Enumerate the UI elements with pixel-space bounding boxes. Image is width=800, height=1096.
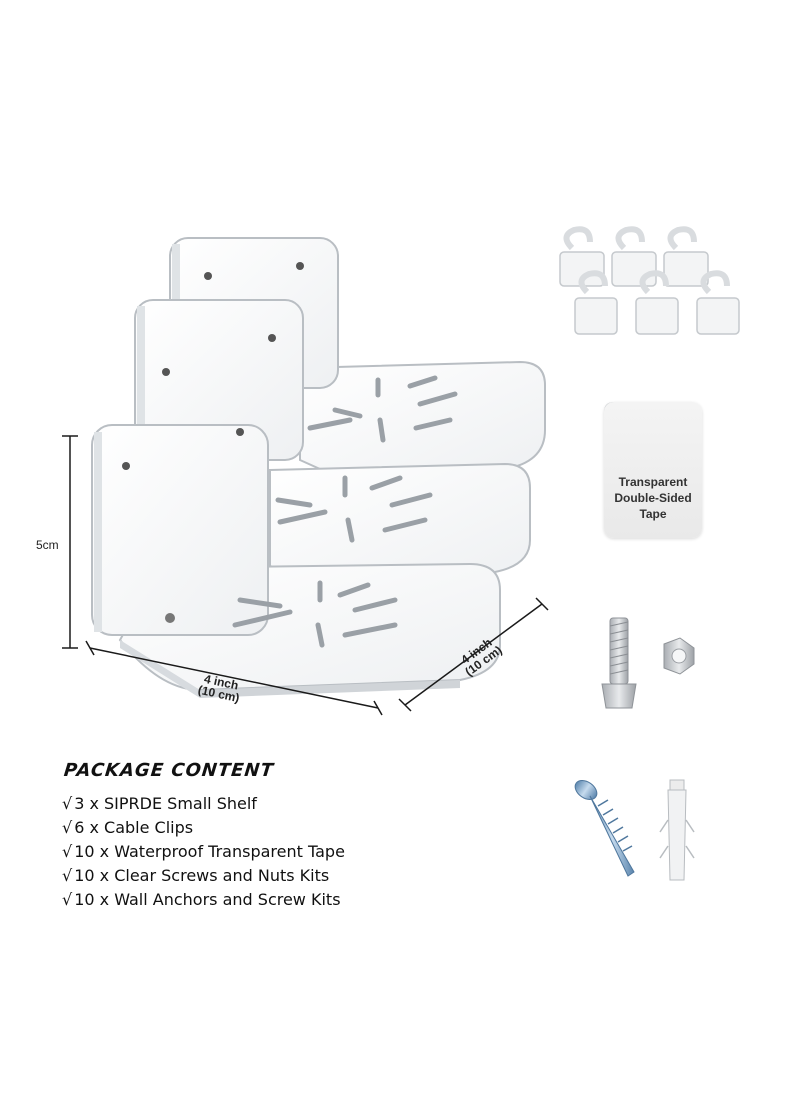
list-item: √10 x Clear Screws and Nuts Kits: [62, 864, 345, 888]
wall-anchor: [659, 779, 695, 881]
check-icon: √: [62, 842, 73, 861]
list-item-text: 3 x SIPRDE Small Shelf: [74, 794, 257, 813]
list-item: √10 x Waterproof Transparent Tape: [62, 840, 345, 864]
height-label: 5cm: [36, 538, 59, 552]
wood-screw: [574, 779, 635, 877]
check-icon: √: [62, 866, 73, 885]
list-item-text: 10 x Wall Anchors and Screw Kits: [74, 890, 341, 909]
clear-nut: [663, 637, 695, 675]
shelf-middle: [134, 299, 531, 586]
check-icon: √: [62, 890, 73, 909]
list-item: √6 x Cable Clips: [62, 816, 345, 840]
tape-label-line2: Double-Sided: [614, 491, 692, 505]
package-title: PACKAGE CONTENT: [62, 760, 275, 781]
clear-screw: [601, 617, 637, 709]
tape-label: Transparent Double-Sided Tape: [604, 474, 702, 522]
shelf-front: [91, 424, 501, 698]
depth-dimension-line: [398, 597, 549, 712]
list-item: √3 x SIPRDE Small Shelf: [62, 792, 345, 816]
width-dimension-line: [85, 640, 383, 716]
tape-label-line1: Transparent: [618, 475, 688, 489]
check-icon: √: [62, 818, 73, 837]
tape-label-line3: Tape: [639, 507, 667, 521]
list-item: √10 x Wall Anchors and Screw Kits: [62, 888, 345, 912]
package-list: √3 x SIPRDE Small Shelf √6 x Cable Clips…: [62, 792, 345, 912]
height-dimension-line: [62, 435, 78, 649]
list-item-text: 6 x Cable Clips: [74, 818, 194, 837]
tape-card: [604, 402, 702, 538]
check-icon: √: [62, 794, 73, 813]
list-item-text: 10 x Waterproof Transparent Tape: [74, 842, 345, 861]
list-item-text: 10 x Clear Screws and Nuts Kits: [74, 866, 330, 885]
cable-clips: [559, 226, 740, 335]
